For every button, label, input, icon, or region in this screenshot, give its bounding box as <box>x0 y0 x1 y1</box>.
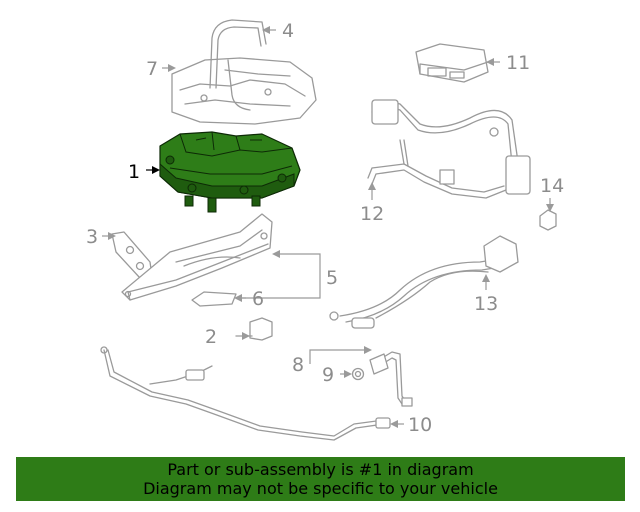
callout-6: 6 <box>252 288 264 310</box>
callout-7: 7 <box>146 58 158 80</box>
banner-line-2: Diagram may not be specific to your vehi… <box>143 479 498 498</box>
callout-13: 13 <box>474 293 498 315</box>
part-3-bracket <box>111 231 153 279</box>
callout-3: 3 <box>86 226 98 248</box>
part-13-cable <box>329 235 519 329</box>
leader-lines <box>102 26 554 428</box>
part-6-plate <box>191 291 237 307</box>
callout-11: 11 <box>506 52 530 74</box>
part-8-pipe <box>369 351 413 407</box>
callout-2: 2 <box>205 326 217 348</box>
parts-diagram: 1 2 3 4 5 6 7 8 9 10 11 12 13 14 <box>86 19 564 441</box>
callout-4: 4 <box>282 20 294 42</box>
part-14-fitting <box>539 209 557 231</box>
callout-10: 10 <box>408 414 432 436</box>
callout-12: 12 <box>360 203 384 225</box>
part-4-strap <box>209 19 267 111</box>
callout-9: 9 <box>322 364 334 386</box>
part-9-seal <box>351 367 365 381</box>
part-11-module <box>415 43 489 83</box>
part-1-module-highlighted <box>159 131 301 213</box>
callout-5: 5 <box>326 267 338 289</box>
info-banner: Part or sub-assembly is #1 in diagram Di… <box>16 457 625 501</box>
banner-line-1: Part or sub-assembly is #1 in diagram <box>167 460 474 479</box>
callout-8: 8 <box>292 354 304 376</box>
part-5-tray <box>121 213 273 301</box>
part-10-cable <box>100 346 391 441</box>
part-12-harness <box>367 99 531 199</box>
callout-14: 14 <box>540 175 564 197</box>
callout-1: 1 <box>128 161 140 183</box>
part-7-cover <box>171 57 317 125</box>
callout-labels: 1 2 3 4 5 6 7 8 9 10 11 12 13 14 <box>86 20 564 436</box>
part-2-clip <box>235 317 273 341</box>
